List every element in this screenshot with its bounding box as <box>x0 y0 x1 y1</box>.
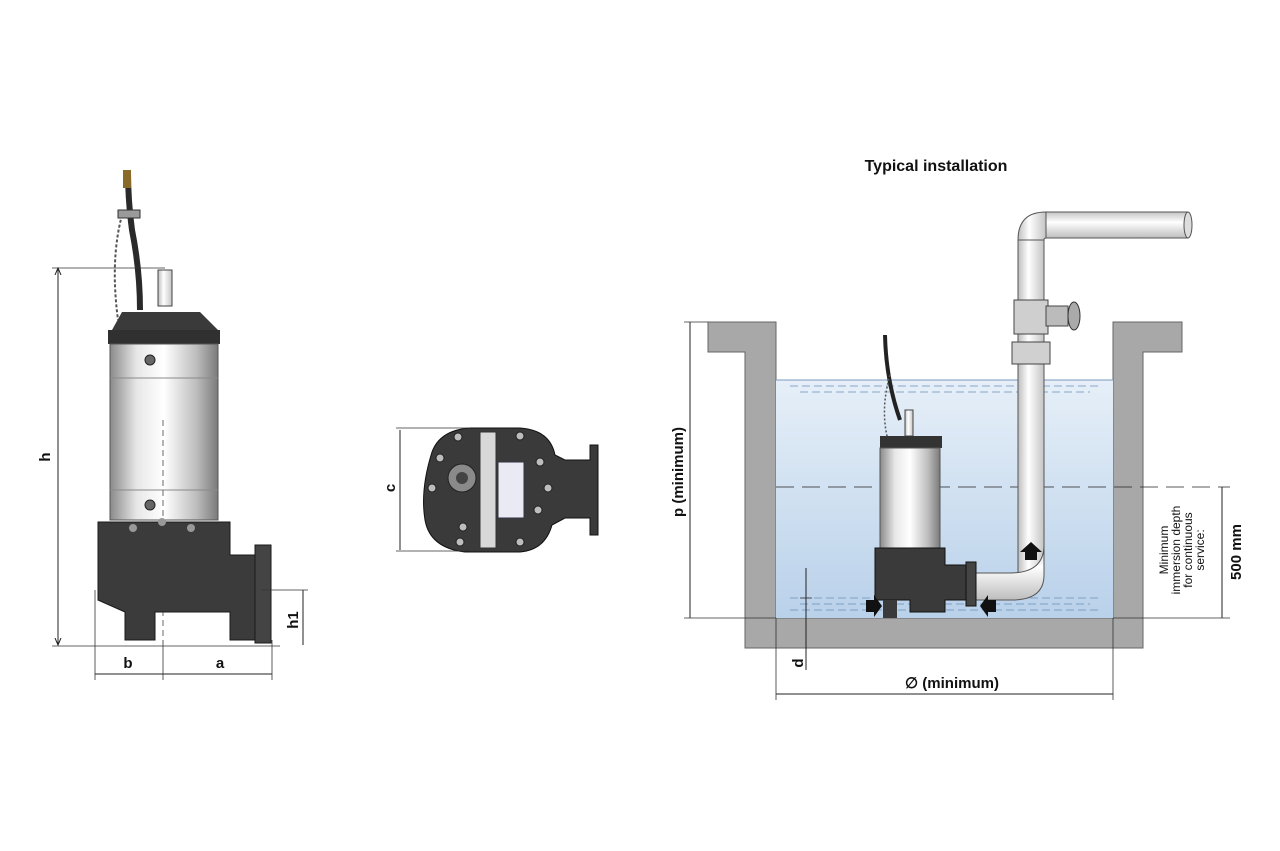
valve-handwheel <box>1067 301 1081 331</box>
flow-arrow-inlet-left <box>866 595 882 617</box>
dim-h-label: h <box>37 452 54 461</box>
dim-c-label: c <box>382 484 399 492</box>
dim-b-label: b <box>123 655 132 672</box>
pump-top-view: c <box>382 427 599 553</box>
dim-h1-label: h1 <box>285 611 302 629</box>
flow-arrow-inlet-right <box>980 595 996 617</box>
sump-pump-volute <box>874 547 969 613</box>
dim-a-label: a <box>216 655 225 672</box>
flow-arrow-up <box>1020 542 1042 560</box>
dim-p-label: p (minimum) <box>670 427 687 517</box>
motor-housing <box>109 343 219 521</box>
immersion-text-1: Minimum <box>1157 526 1171 575</box>
discharge-horizontal <box>1045 211 1189 239</box>
immersion-value: 500 mm <box>1228 524 1245 580</box>
immersion-text-3: for continuous <box>1181 512 1195 587</box>
pump-side-view: h b a h1 <box>37 170 308 680</box>
nameplate <box>497 461 525 519</box>
pump-volute <box>97 521 263 641</box>
immersion-text-4: service: <box>1193 529 1207 570</box>
immersion-text-2: immersion depth <box>1169 506 1183 595</box>
dim-d-label: d <box>790 658 807 667</box>
sump-pump-chain <box>883 374 891 441</box>
discharge-riser <box>1017 239 1045 576</box>
dim-diameter-label: ∅ (minimum) <box>905 675 999 692</box>
installation-title: Typical installation <box>865 158 1008 175</box>
gate-valve <box>1013 299 1049 335</box>
installation-view: Typical installation <box>670 158 1245 700</box>
sump-pump-motor <box>879 447 941 549</box>
power-cable <box>125 171 143 311</box>
lifting-chain <box>113 214 123 321</box>
